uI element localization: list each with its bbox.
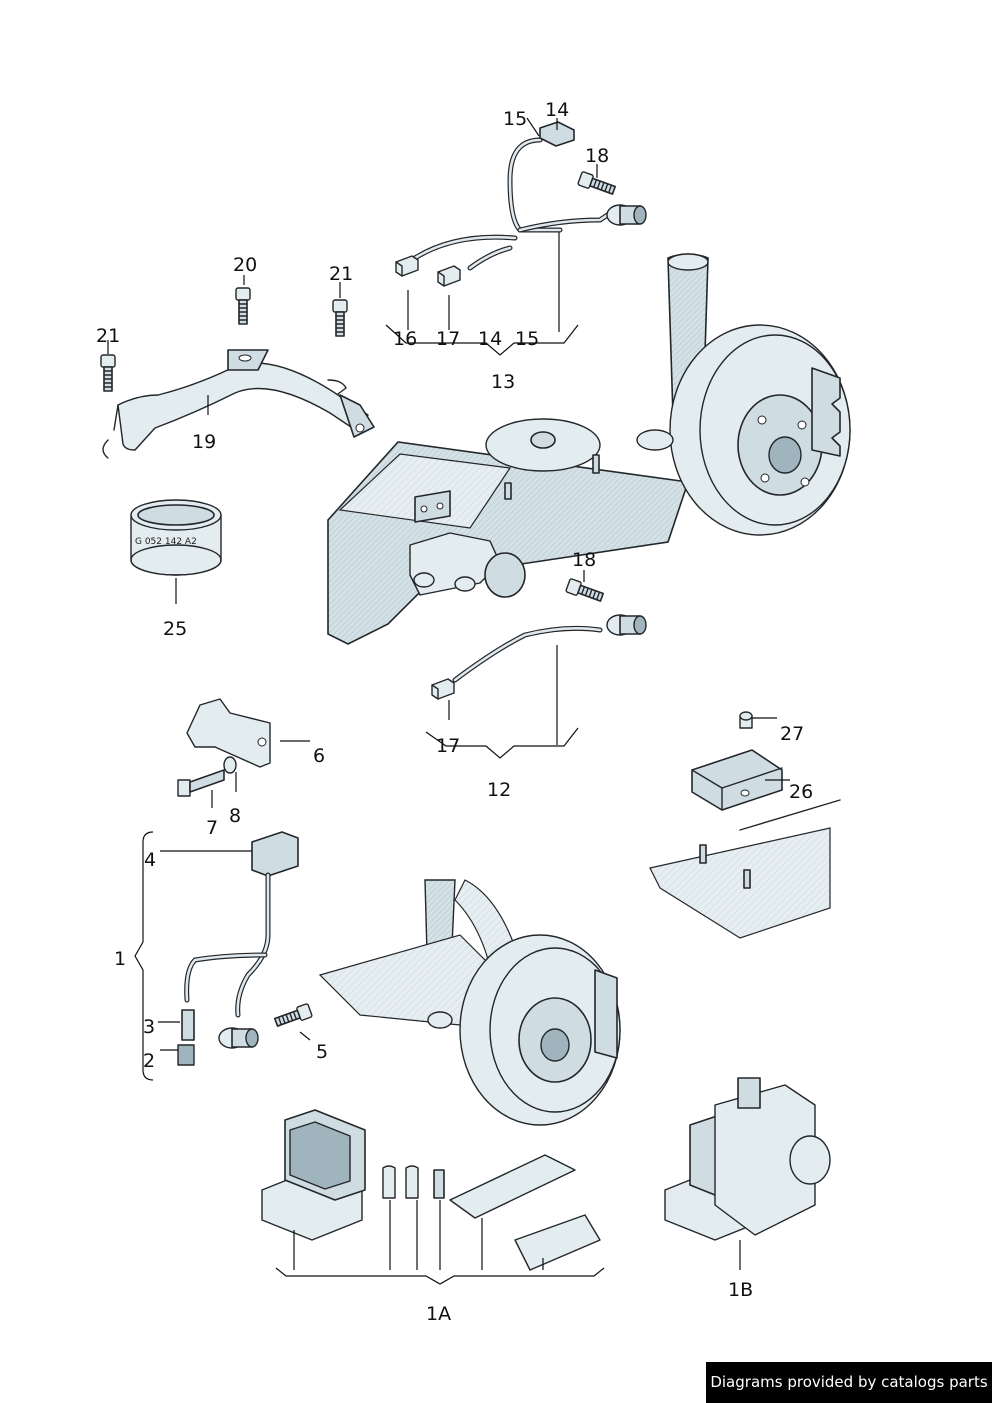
vehicle-floor-section bbox=[649, 799, 841, 939]
label-15: 15 bbox=[503, 108, 527, 130]
label-1: 1 bbox=[114, 948, 126, 970]
front-axle-illustration bbox=[318, 879, 621, 1126]
part-1A-control-unit bbox=[261, 1109, 601, 1271]
label-17: 17 bbox=[436, 328, 460, 350]
label-8: 8 bbox=[229, 805, 241, 827]
part-labels: 14 15 18 16 17 14 15 13 20 21 21 19 25 1… bbox=[96, 99, 813, 1325]
part-19-cable-bracket bbox=[102, 349, 375, 459]
label-6: 6 bbox=[313, 745, 325, 767]
part-25-ring: G 052 142 A2 bbox=[130, 499, 222, 576]
label-7: 7 bbox=[206, 817, 218, 839]
leader-lines bbox=[107, 117, 790, 1285]
label-21: 21 bbox=[329, 263, 353, 285]
label-13: 13 bbox=[491, 371, 515, 393]
part-6-bracket bbox=[186, 698, 271, 768]
label-26: 26 bbox=[789, 781, 813, 803]
label-15: 15 bbox=[515, 328, 539, 350]
part-12-sensor-harness bbox=[431, 614, 647, 700]
part-8-washer bbox=[223, 756, 237, 774]
part-2-plug bbox=[177, 1044, 195, 1066]
ring-stamp: G 052 142 A2 bbox=[135, 537, 197, 547]
part-1B-abs-unit bbox=[664, 1077, 831, 1241]
part-18-bolt-lower bbox=[564, 577, 606, 605]
label-18: 18 bbox=[572, 549, 596, 571]
credit-banner: Diagrams provided by catalogs parts bbox=[706, 1362, 992, 1403]
part-27-nut bbox=[739, 711, 753, 729]
part-3-plug bbox=[181, 1009, 195, 1041]
label-14: 14 bbox=[478, 328, 502, 350]
label-1A: 1A bbox=[426, 1303, 451, 1325]
part-21-bolt-left bbox=[100, 354, 116, 392]
part-20-bolt bbox=[235, 287, 251, 325]
part-5-bolt bbox=[272, 1002, 314, 1030]
part-13-sensor-harness bbox=[395, 121, 647, 287]
label-16: 16 bbox=[393, 328, 417, 350]
label-27: 27 bbox=[780, 723, 804, 745]
label-1B: 1B bbox=[728, 1279, 753, 1301]
label-17: 17 bbox=[436, 735, 460, 757]
label-21: 21 bbox=[96, 325, 120, 347]
label-5: 5 bbox=[316, 1041, 328, 1063]
label-20: 20 bbox=[233, 254, 257, 276]
part-4-connector bbox=[251, 831, 299, 877]
label-4: 4 bbox=[144, 849, 156, 871]
label-19: 19 bbox=[192, 431, 216, 453]
part-1-sensor-set bbox=[177, 831, 299, 1066]
label-14: 14 bbox=[545, 99, 569, 121]
part-26-sensor bbox=[691, 749, 783, 811]
rear-axle-illustration bbox=[327, 253, 851, 645]
label-18: 18 bbox=[585, 145, 609, 167]
label-2: 2 bbox=[143, 1050, 155, 1072]
part-7-bolt bbox=[177, 769, 225, 797]
part-21-bolt-right bbox=[332, 299, 348, 337]
label-12: 12 bbox=[487, 779, 511, 801]
label-25: 25 bbox=[163, 618, 187, 640]
label-3: 3 bbox=[143, 1016, 155, 1038]
